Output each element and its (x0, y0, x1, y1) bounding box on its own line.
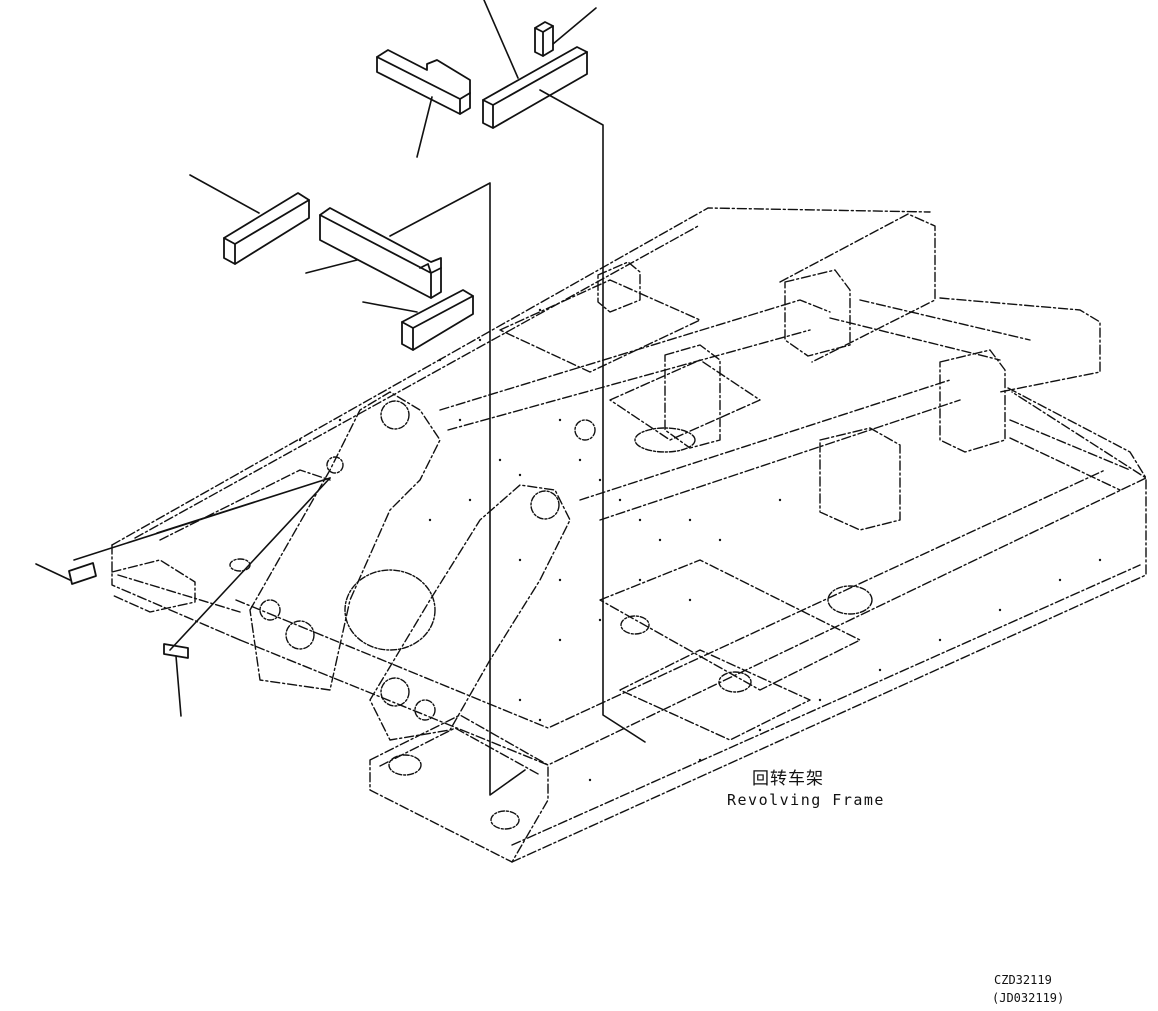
slot-1 (634, 427, 696, 453)
flat-shim-plate (223, 192, 310, 265)
part-label-english: Revolving Frame (727, 791, 885, 809)
leader-top-small (552, 7, 597, 45)
frame-right-inner-edge (511, 564, 1141, 846)
exploded-parts (68, 21, 588, 659)
boom-tower-right (369, 484, 571, 741)
leader-tall-left (389, 182, 526, 796)
hole-1 (380, 400, 410, 430)
stepped-shim-block (376, 49, 471, 115)
rear-tray (369, 714, 549, 863)
boom-tower-left (249, 391, 441, 691)
frame-left-inner-edge (134, 224, 701, 539)
hole-7 (326, 456, 344, 474)
leader-long-plate (305, 259, 358, 274)
bracket-d (784, 269, 851, 357)
small-spacer-block (534, 21, 554, 57)
hole-8 (574, 419, 596, 441)
rear-tray-inner (379, 727, 541, 776)
frame-right-edge (511, 391, 1147, 863)
ring-3 (718, 671, 752, 693)
top-beam (779, 213, 936, 363)
leader-tag-2 (169, 477, 331, 651)
leader-small-plate (362, 301, 418, 313)
drawing-code-alt: (JD032119) (992, 991, 1065, 1005)
upper-compartment (499, 279, 701, 373)
revolving-frame (111, 207, 1147, 863)
leader-block-left (416, 96, 433, 158)
diag-brace-lower (579, 379, 951, 501)
caution-tag-2 (163, 643, 189, 659)
long-notched-plate (319, 207, 442, 299)
leader-tag-2-tail (175, 655, 182, 717)
hole-5 (414, 699, 436, 721)
frame-cross-member-1 (239, 477, 1147, 766)
long-shim-bar (482, 46, 588, 129)
ring-4 (827, 585, 873, 615)
hole-4 (380, 677, 410, 707)
leader-tall-right (539, 89, 646, 743)
bracket-a (664, 344, 721, 449)
center-rail-2 (859, 299, 1031, 341)
short-shim-plate (401, 289, 474, 351)
upper-compartment-2 (609, 359, 761, 441)
ring-6 (490, 810, 520, 830)
right-rail-inner-2 (1009, 437, 1121, 491)
mid-compartment (599, 559, 861, 691)
ring-7 (229, 558, 251, 572)
top-beam-2 (939, 297, 1101, 393)
diag-brace-lower-2 (599, 399, 961, 521)
frame-cross-member-2 (235, 469, 1106, 729)
mid-compartment-2 (619, 649, 811, 741)
bracket-c (939, 349, 1006, 453)
leader-plate-left (189, 174, 260, 214)
left-deck-2 (117, 574, 241, 613)
ring-1 (344, 569, 436, 651)
right-rail (1007, 387, 1147, 479)
frame-left-edge (111, 207, 931, 546)
hole-6 (259, 599, 281, 621)
leader-top-long (483, 0, 519, 79)
part-label-chinese: 回转车架 (752, 769, 824, 789)
caution-tag-1 (68, 562, 97, 585)
diag-brace-upper (439, 299, 831, 411)
left-step (111, 559, 196, 613)
leader-tag-1-tail (35, 563, 71, 581)
hole-3 (285, 620, 315, 650)
leader-lines (35, 0, 646, 796)
ring-5 (388, 754, 422, 776)
drawing-code: CZD32119 (994, 973, 1052, 987)
tank (597, 261, 641, 313)
diag-brace-upper-2 (447, 329, 811, 431)
hole-2 (530, 490, 560, 520)
ring-2 (620, 615, 650, 635)
bracket-b (819, 427, 901, 531)
right-rail-inner (1009, 419, 1131, 471)
center-rail (829, 317, 1001, 361)
